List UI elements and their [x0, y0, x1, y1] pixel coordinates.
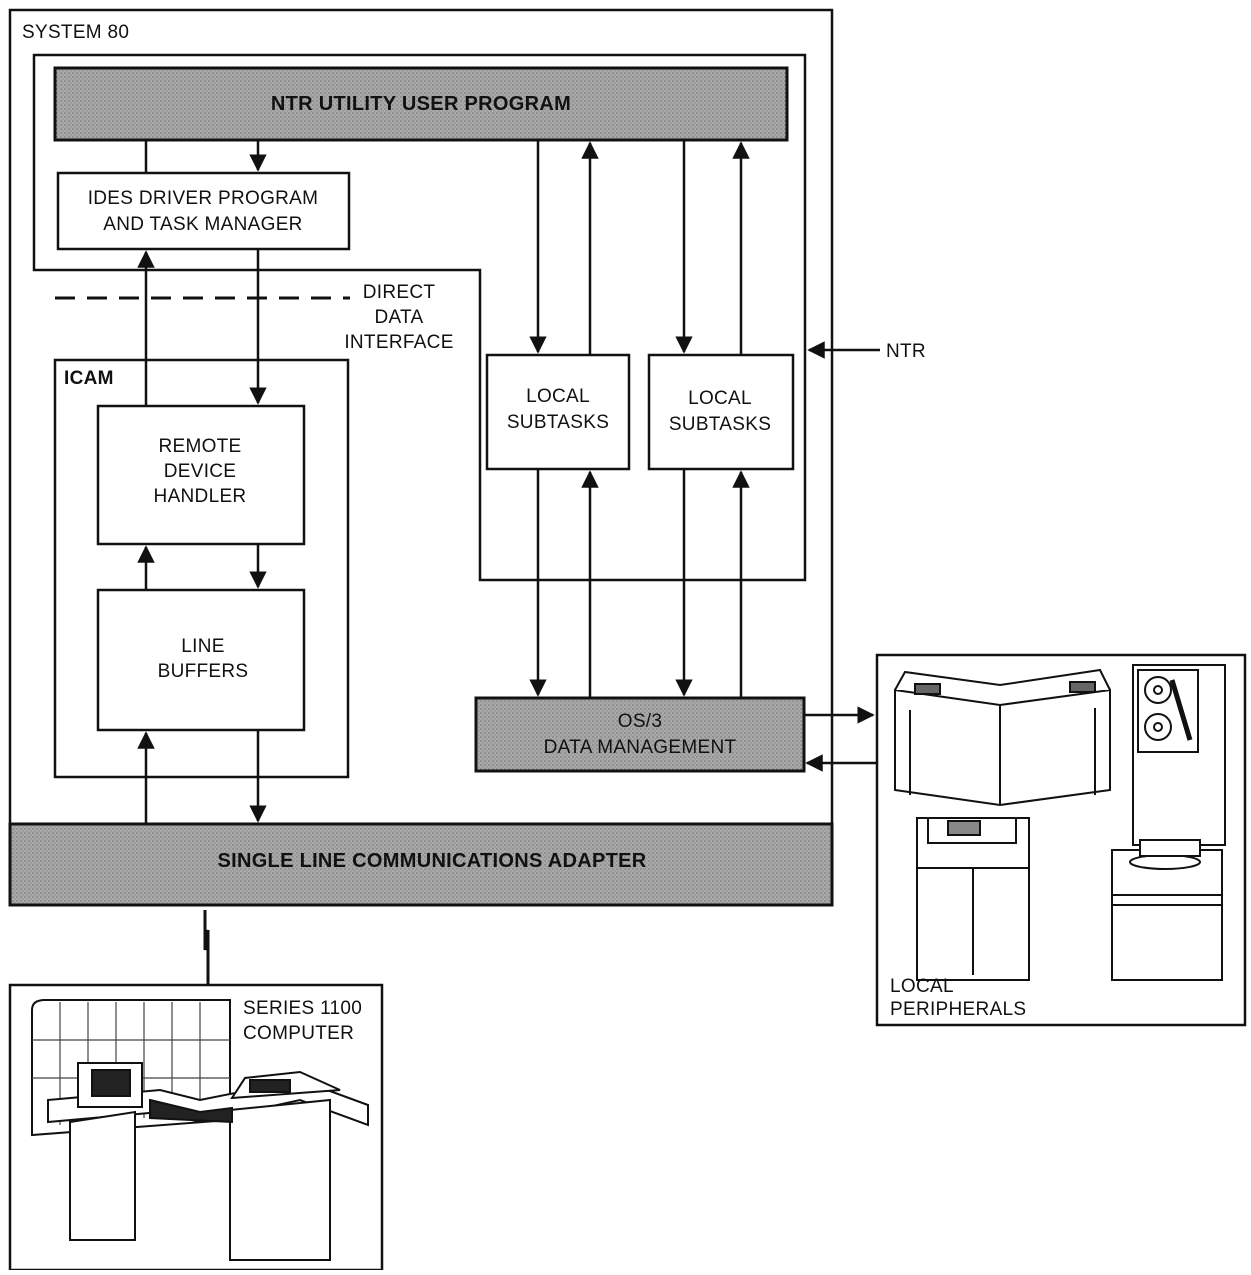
os3-data-management-box — [474, 696, 806, 773]
connector-arrows — [137, 140, 880, 824]
peripherals-line2: PERIPHERALS — [890, 999, 1027, 1020]
direct-data-interface-line1: DIRECT — [362, 282, 436, 303]
local-subtasks-box-1 — [485, 353, 631, 471]
ntr-program-label: NTR UTILITY USER PROGRAM — [270, 93, 572, 115]
system-80-title: SYSTEM 80 — [22, 22, 130, 43]
remote-device-handler-line1: REMOTE — [158, 436, 242, 457]
local-subtasks-2-line1: LOCAL — [688, 388, 752, 409]
line-buffers-box — [96, 588, 306, 732]
direct-data-interface-line2: DATA — [374, 307, 424, 328]
peripherals-line1: LOCAL — [890, 976, 954, 997]
ides-label-line1: IDES DRIVER PROGRAM — [87, 188, 319, 209]
local-subtasks-1-line2: SUBTASKS — [506, 412, 610, 433]
local-subtasks-1-line1: LOCAL — [526, 386, 590, 407]
line-buffers-line1: LINE — [181, 636, 225, 657]
ides-label-line2: AND TASK MANAGER — [103, 214, 303, 235]
local-subtasks-box-2 — [647, 353, 795, 471]
line-buffers-line2: BUFFERS — [157, 661, 249, 682]
communications-adapter-bar — [8, 822, 834, 907]
ides-driver-box — [56, 171, 351, 251]
communication-link-bolt — [203, 910, 210, 985]
series-1100-line2: COMPUTER — [243, 1023, 355, 1044]
os3-line1: OS/3 — [617, 711, 663, 732]
remote-device-handler-line2: DEVICE — [163, 461, 237, 482]
adapter-label: SINGLE LINE COMMUNICATIONS ADAPTER — [217, 850, 647, 872]
series-1100-line1: SERIES 1100 — [243, 998, 363, 1019]
local-peripherals-illustration — [894, 664, 1226, 981]
os3-line2: DATA MANAGEMENT — [543, 737, 737, 758]
icam-title: ICAM — [64, 368, 114, 389]
icam-box — [53, 358, 350, 779]
remote-device-handler-line3: HANDLER — [153, 486, 247, 507]
ntr-utility-program-bar — [53, 66, 789, 142]
ntr-pointer-label: NTR — [886, 341, 926, 362]
local-subtasks-2-line2: SUBTASKS — [668, 414, 772, 435]
direct-data-interface-line3: INTERFACE — [344, 332, 454, 353]
remote-device-handler-box — [96, 404, 306, 546]
series-1100-computer-illustration — [31, 999, 369, 1261]
ntr-region-boundary — [32, 53, 807, 582]
